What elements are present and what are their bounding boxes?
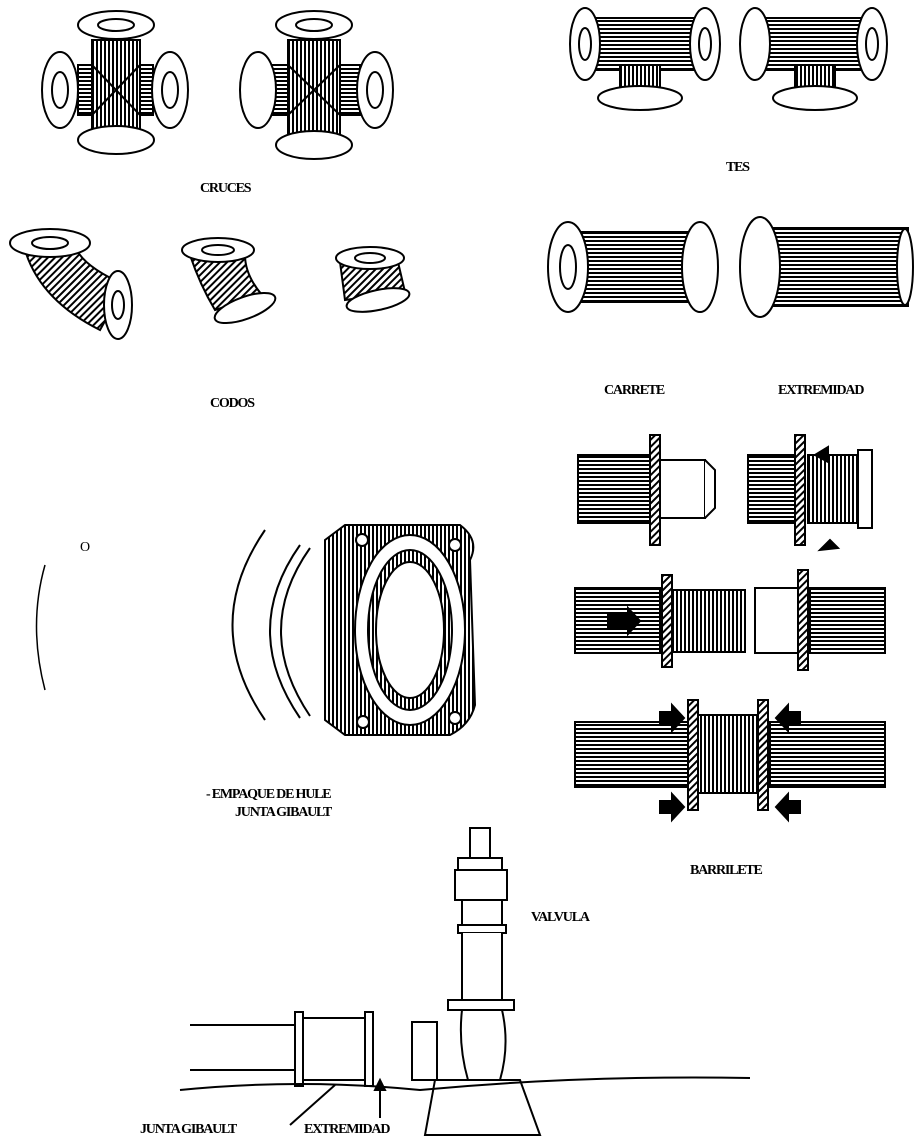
label-carrete: CARRETE: [604, 383, 665, 398]
label-barrilete: BARRILETE: [690, 863, 763, 878]
valve-assembly: [179, 827, 751, 1136]
label-cruces: CRUCES: [200, 181, 252, 196]
joint-step-4: [574, 699, 886, 823]
gibault-joint-exploded: [231, 524, 477, 736]
label-o-mark: O: [80, 540, 90, 555]
label-junta-gibault-bottom: JUNTA GIBAULT: [140, 1122, 237, 1137]
end-fitting: [739, 216, 914, 318]
label-codos: CODOS: [210, 396, 255, 411]
label-tes: TES: [726, 160, 750, 175]
label-junta-gibault-mid: JUNTA GIBAULT: [235, 805, 332, 820]
spool-fitting: [547, 221, 719, 313]
cross-fitting-2: [239, 10, 394, 160]
joint-step-3: [574, 569, 886, 671]
label-empaque: - EMPAQUE DE HULE: [206, 787, 332, 802]
joint-step-1: [577, 434, 716, 546]
label-extremidad-bottom: EXTREMIDAD: [304, 1122, 390, 1137]
elbow-45: [181, 237, 277, 325]
tee-fitting-1: [569, 7, 721, 111]
cross-fitting-1: [41, 10, 189, 155]
label-extremidad-top: EXTREMIDAD: [778, 383, 864, 398]
tee-fitting-2: [739, 7, 888, 111]
label-valvula: VALVULA: [531, 910, 590, 925]
joint-step-2: [747, 434, 873, 552]
elbow-22: [335, 246, 411, 313]
gasket-arc: [35, 564, 46, 691]
elbow-90: [9, 228, 133, 340]
